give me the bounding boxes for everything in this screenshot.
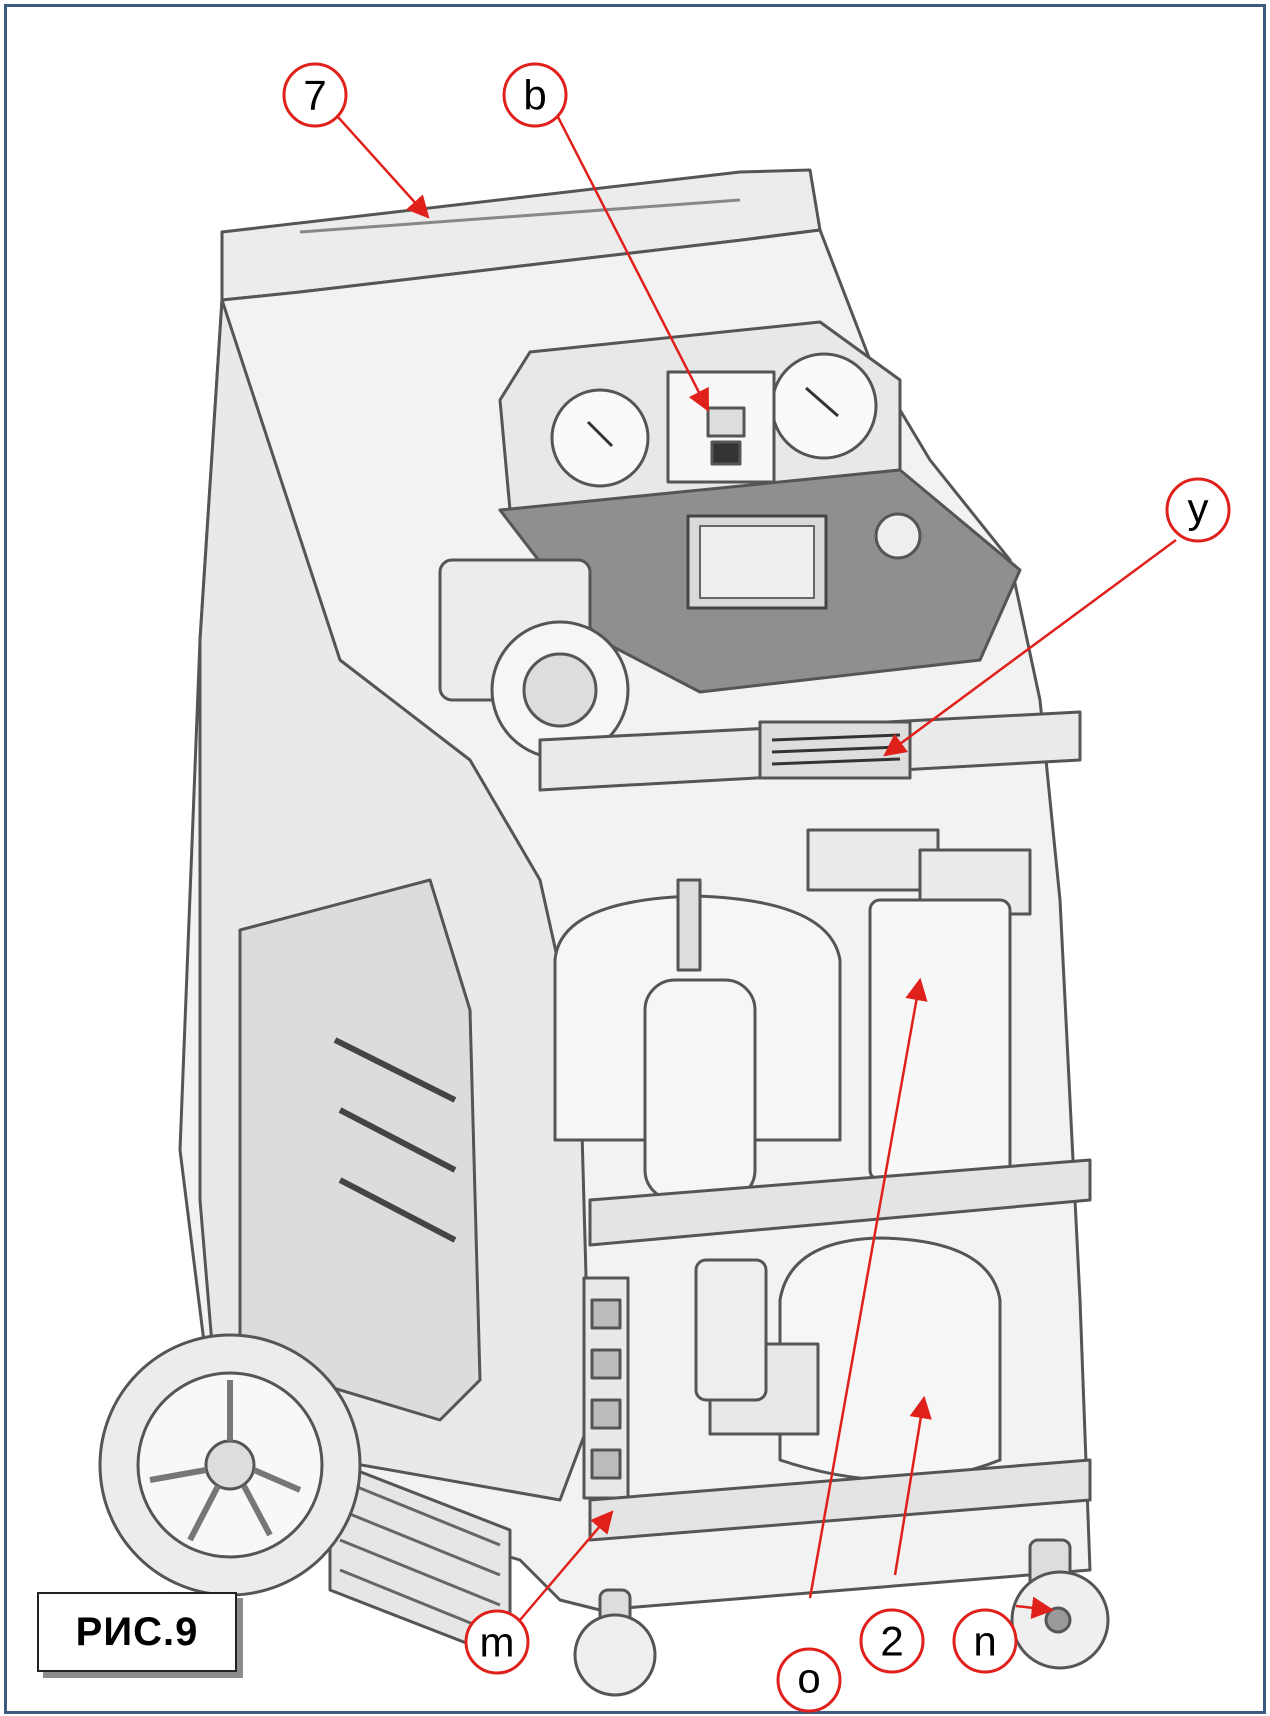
callout-label-m: m — [480, 1619, 515, 1666]
leader-line-7 — [337, 116, 430, 219]
leader-line-b — [556, 116, 710, 413]
callout-circle-o — [776, 1647, 842, 1713]
callout-label-y: y — [1188, 485, 1209, 532]
callout-label-7: 7 — [303, 72, 326, 119]
leader-line-2 — [893, 1395, 932, 1576]
callout-circle-7 — [282, 62, 348, 128]
right-gauge — [770, 352, 878, 460]
leader-line-m — [519, 1510, 614, 1621]
figure-label: РИС.9 — [75, 1609, 199, 1654]
callout-label-b: b — [523, 72, 546, 119]
leader-line-n — [1015, 1596, 1055, 1619]
small-cylinder — [643, 978, 757, 1202]
figure-label-box: РИС.9 — [37, 1592, 237, 1672]
callout-label-2: 2 — [880, 1618, 903, 1665]
pressure-knob — [874, 512, 922, 560]
left-gauge — [550, 388, 650, 488]
callout-circle-y — [1165, 477, 1231, 543]
callout-circle-n — [952, 1608, 1018, 1674]
leader-line-o — [808, 977, 928, 1599]
callout-circle-2 — [859, 1608, 925, 1674]
callout-circle-m — [464, 1609, 530, 1675]
front-caster — [573, 1613, 657, 1697]
callout-circle-b — [502, 62, 568, 128]
callout-label-o: o — [797, 1655, 820, 1702]
base-frame — [588, 1458, 1092, 1542]
callout-label-n: n — [973, 1618, 996, 1665]
leader-line-y — [883, 538, 1177, 757]
